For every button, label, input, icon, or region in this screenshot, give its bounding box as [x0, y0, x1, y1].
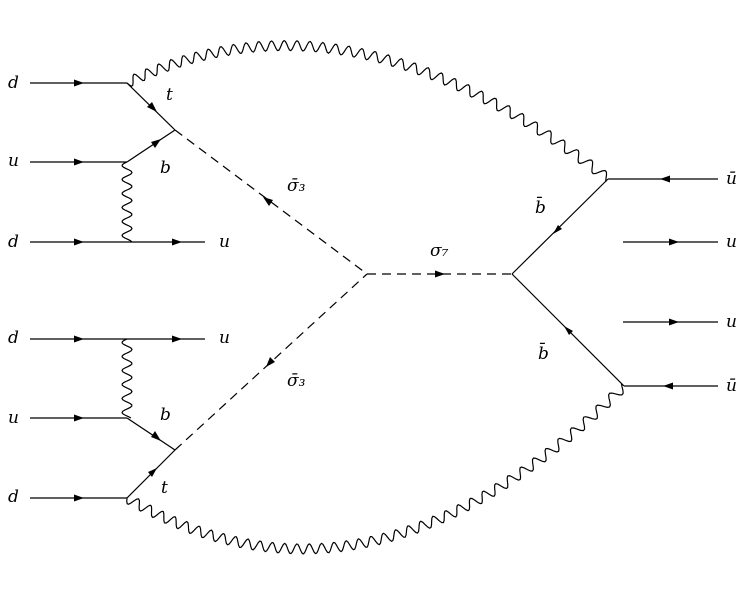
label-d2: d — [8, 232, 19, 252]
dashed-sigma3-bottom — [174, 273, 368, 451]
label-ubar2: ū — [726, 376, 737, 396]
arrow-b-top — [151, 139, 161, 148]
arrow-sigma7 — [435, 270, 445, 278]
label-d3: d — [8, 328, 19, 348]
arrow-t-bottom — [148, 468, 157, 477]
label-u1: u — [8, 151, 19, 171]
w-boson-bottom — [121, 338, 133, 419]
arrow-ubar2 — [663, 382, 673, 390]
w-boson-arc-bottom — [126, 383, 624, 555]
label-sigma3-bottom: σ̄₃ — [287, 371, 306, 391]
label-u3: u — [726, 232, 737, 252]
arrow-d1-in — [74, 79, 84, 87]
label-u1-out: u — [219, 232, 230, 252]
arrow-u2-in — [74, 414, 84, 422]
line-b-bottom — [126, 417, 176, 451]
line-bbar-top — [511, 178, 609, 275]
w-boson-arc-top — [126, 39, 608, 182]
label-b-bottom: b — [160, 405, 171, 425]
label-d1: d — [8, 73, 19, 93]
arrow-d2-in — [74, 238, 84, 246]
arrow-u4 — [669, 318, 679, 326]
arrow-u3 — [669, 238, 679, 246]
arrow-d4-in — [74, 494, 84, 502]
arrow-sigma3-bottom — [266, 357, 275, 367]
label-bbar-bottom: b̄ — [538, 341, 549, 364]
line-b-top — [126, 129, 176, 163]
label-t-bottom: t — [161, 478, 168, 498]
label-sigma7: σ₇ — [430, 241, 449, 261]
arrow-u1-out — [172, 238, 182, 246]
label-u2: u — [8, 408, 19, 428]
label-u4: u — [726, 312, 737, 332]
arrow-bbar-bottom — [564, 326, 573, 335]
arrow-u1-in — [74, 158, 84, 166]
label-ubar1: ū — [726, 169, 737, 189]
label-d4: d — [8, 487, 19, 507]
label-b-top: b — [160, 158, 171, 178]
arrow-ubar1 — [660, 175, 670, 183]
label-bbar-top: b̄ — [535, 195, 546, 218]
arrow-u2-out — [172, 335, 182, 343]
arrow-t-top — [147, 102, 157, 112]
arrow-b-bottom — [151, 431, 161, 441]
label-t-top: t — [166, 85, 173, 105]
w-boson-top — [121, 161, 133, 243]
arrow-bbar-top — [553, 225, 562, 234]
arrow-sigma3-top — [263, 197, 273, 206]
label-u2-out: u — [219, 328, 230, 348]
label-sigma3-top: σ̄₃ — [287, 176, 306, 196]
arrow-d3-in — [74, 335, 84, 343]
